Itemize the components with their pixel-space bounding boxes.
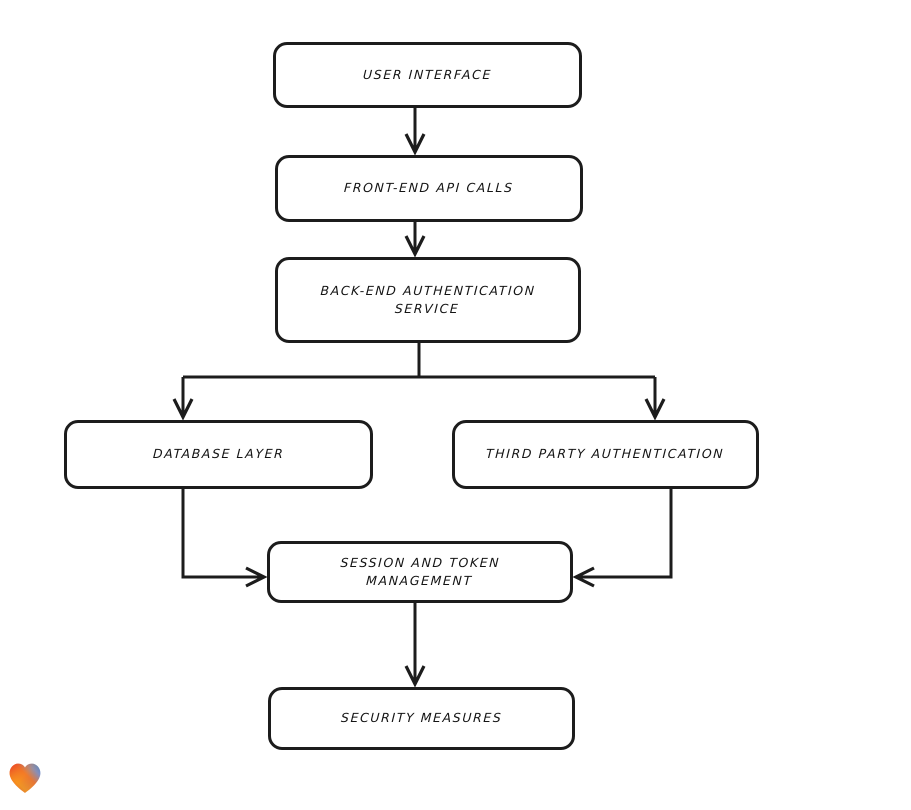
- edge-backend-to-database: [172, 377, 194, 421]
- node-label-session-token-management: Session and Token Management: [340, 554, 501, 588]
- node-label-frontend-api-calls: Front-End API Calls: [343, 180, 515, 196]
- node-label-database-layer: Database Layer: [152, 446, 285, 462]
- node-label-user-interface: User Interface: [362, 66, 493, 82]
- edge-thirdparty-to-session: [572, 489, 673, 588]
- node-user-interface[interactable]: User Interface: [273, 42, 582, 108]
- node-session-token-management[interactable]: Session and Token Management: [267, 541, 573, 603]
- node-label-backend-auth-service: Back-End Authentication Service: [320, 282, 537, 316]
- node-database-layer[interactable]: Database Layer: [64, 420, 373, 489]
- edge-frontend-to-backend: [404, 222, 426, 258]
- edge-backend-split-bus: [183, 343, 655, 379]
- edge-database-to-session: [181, 489, 268, 588]
- node-label-third-party-auth: Third Party Authentication: [486, 446, 726, 462]
- node-label-security-measures: Security Measures: [340, 710, 503, 726]
- node-frontend-api-calls[interactable]: Front-End API Calls: [275, 155, 583, 222]
- edge-session-to-security: [404, 603, 426, 688]
- heart-icon: [9, 763, 41, 793]
- edge-ui-to-frontend: [404, 108, 426, 156]
- node-security-measures[interactable]: Security Measures: [268, 687, 575, 750]
- node-backend-auth-service[interactable]: Back-End Authentication Service: [275, 257, 581, 343]
- edge-backend-to-thirdparty: [644, 377, 666, 421]
- node-third-party-auth[interactable]: Third Party Authentication: [452, 420, 759, 489]
